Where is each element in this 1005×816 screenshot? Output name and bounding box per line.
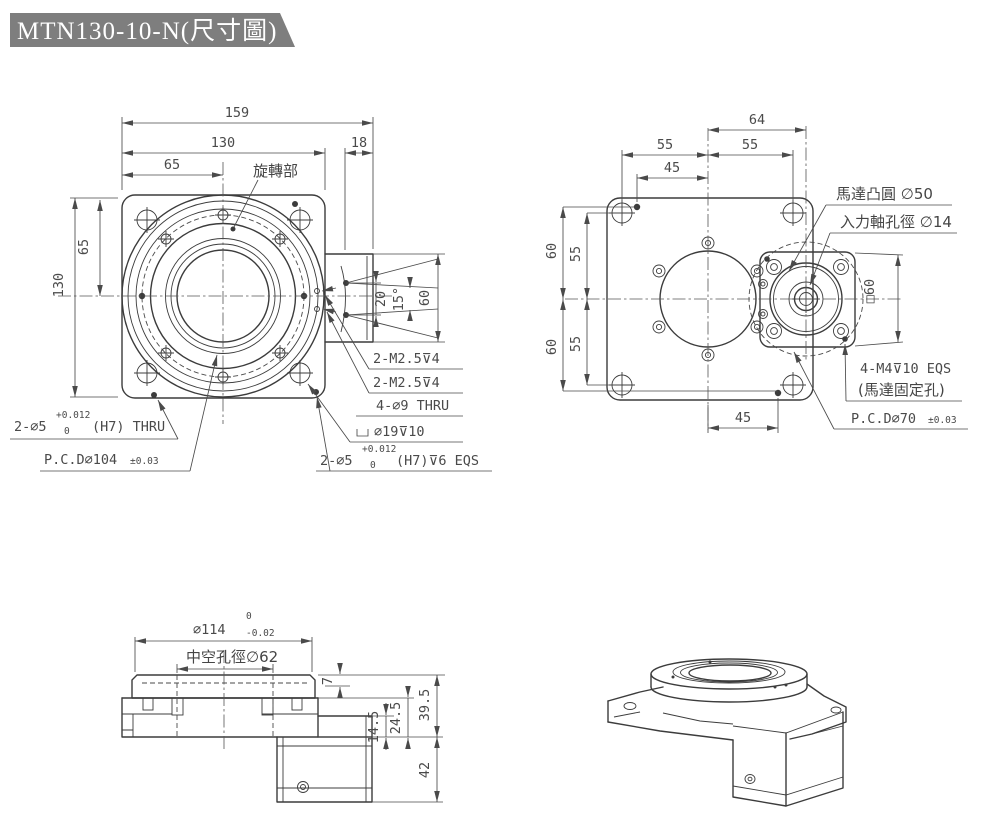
back-annotation-m4: 4-M4⊽10 EQS (馬達固定孔) [842, 343, 962, 402]
front-dimensions [70, 117, 445, 398]
note-pin-eqs-p2: (H7)⊽6 EQS [396, 453, 479, 469]
dim-hole-span-right: 55 [742, 137, 758, 153]
dim-tab-width: 18 [351, 135, 367, 151]
iso-geometry [607, 658, 847, 807]
dim-motor-offset: 64 [749, 112, 765, 128]
dim-hole-angle: 15° [391, 287, 407, 311]
note-thru-holes: 4-∅9 THRU [376, 398, 449, 414]
mounting-hole [830, 706, 842, 714]
note-m25-a: 2-M2.5⊽4 [373, 351, 440, 367]
front-annotation-cbore: ∅19⊽10 [307, 383, 463, 443]
note-hollow-bore: 中空孔徑∅62 [186, 648, 278, 666]
note-cbore: ∅19⊽10 [374, 424, 425, 440]
note-pcd70-tol: ±0.03 [928, 415, 957, 426]
table-disc [131, 674, 316, 699]
motor-flange [759, 251, 856, 348]
dim-hole-height-upper: 55 [568, 246, 584, 262]
note-pcd70: P.C.D∅70 [851, 411, 916, 427]
dim-flange-square: □60 [862, 279, 878, 303]
dim-tab-height: 60 [417, 290, 433, 306]
dim-hole-span-left: 55 [657, 137, 673, 153]
pin-dot-top-right [292, 201, 298, 207]
mounting-hole [623, 702, 637, 710]
note-input-shaft: 入力軸孔徑 ∅14 [840, 213, 952, 231]
dim-step-upper: 24.5 [388, 702, 404, 735]
dim-pin-offset-top: 45 [664, 160, 680, 176]
dim-hole-span: 20 [373, 291, 389, 307]
back-annotation-pcd70: P.C.D∅70 ±0.03 [793, 351, 968, 430]
back-view: 64 55 55 45 45 60 55 60 55 □60 馬達凸圓 ∅50 … [544, 112, 968, 433]
iso-view [607, 658, 847, 807]
note-pin-eqs-tol-up: +0.012 [362, 444, 396, 455]
dim-half-height: 65 [76, 239, 92, 255]
front-view: 159 130 65 18 130 65 20 15° 60 旋轉部 2-∅5 … [10, 105, 492, 472]
dim-table-dia-tol-dn: -0.02 [246, 628, 275, 639]
front-annotation-m25b: 2-M2.5⊽4 [326, 311, 463, 394]
m4-hole-dot [842, 336, 848, 342]
back-geometry [565, 126, 902, 430]
note-pcd104-tol: ±0.03 [130, 456, 159, 467]
side-view: ∅114 0 -0.02 中空孔徑∅62 7 14.5 24.5 39.5 42 [121, 611, 445, 803]
side-dimensions [134, 637, 445, 803]
back-annotation-shaft: 入力軸孔徑 ∅14 [809, 213, 957, 286]
dim-pin-height-upper: 60 [544, 243, 560, 259]
note-motor-boss: 馬達凸圓 ∅50 [836, 185, 933, 203]
dim-table-dia: ∅114 [193, 622, 226, 638]
dim-table-lip: 7 [320, 677, 336, 685]
dim-overall-width: 159 [225, 105, 249, 121]
dim-body-width: 130 [211, 135, 235, 151]
note-m4: 4-M4⊽10 EQS [860, 361, 951, 377]
counterbore-icon [356, 429, 369, 437]
dim-body-height: 39.5 [417, 689, 433, 722]
front-annotation-m25a: 2-M2.5⊽4 [324, 294, 463, 370]
back-annotation-boss: 馬達凸圓 ∅50 [788, 185, 952, 272]
side-geometry [121, 650, 373, 803]
pin-dot-left [138, 292, 146, 300]
back-dimensions [560, 127, 904, 433]
front-annotation-pin-thru: 2-∅5 +0.012 0 (H7) THRU [10, 399, 179, 440]
title-banner: MTN130-10-N(尺寸圖) [10, 13, 295, 47]
dim-hole-height-lower: 55 [568, 336, 584, 352]
dim-half-width: 65 [164, 157, 180, 173]
dim-motor-height: 42 [417, 762, 433, 778]
dim-table-dia-tol-up: 0 [246, 611, 252, 622]
dim-step-lower: 14.5 [366, 711, 382, 744]
front-annotation-thru-holes: 4-∅9 THRU [356, 398, 463, 417]
label-rotating-part: 旋轉部 [253, 162, 298, 180]
note-pin-eqs-tol-dn: 0 [370, 460, 376, 471]
note-pin-eqs-p1: 2-∅5 [320, 453, 353, 469]
page-title: MTN130-10-N(尺寸圖) [17, 17, 277, 45]
note-m25-b: 2-M2.5⊽4 [373, 375, 440, 391]
note-pin-thru-tol-dn: 0 [64, 426, 70, 437]
motor-screw-icon [758, 259, 849, 339]
m4-hole-dot [764, 256, 770, 262]
note-pin-thru-p2: (H7) THRU [92, 419, 165, 435]
banner-shape [10, 13, 295, 47]
note-pcd104: P.C.D∅104 [44, 452, 117, 468]
dim-body-height: 130 [51, 273, 67, 297]
front-annotation-pcd104: P.C.D∅104 ±0.03 [40, 354, 218, 472]
note-pin-thru-p1: 2-∅5 [14, 419, 47, 435]
note-pin-thru-tol-up: +0.012 [56, 410, 90, 421]
note-m4-sub: (馬達固定孔) [858, 381, 945, 399]
pin-dot-bottom-left [151, 392, 157, 398]
dim-pin-height-lower: 60 [544, 339, 560, 355]
corner-hole-icon [134, 207, 313, 386]
front-annotation-pin-eqs: 2-∅5 +0.012 0 (H7)⊽6 EQS [316, 396, 492, 472]
dim-pin-offset-bottom: 45 [735, 410, 751, 426]
